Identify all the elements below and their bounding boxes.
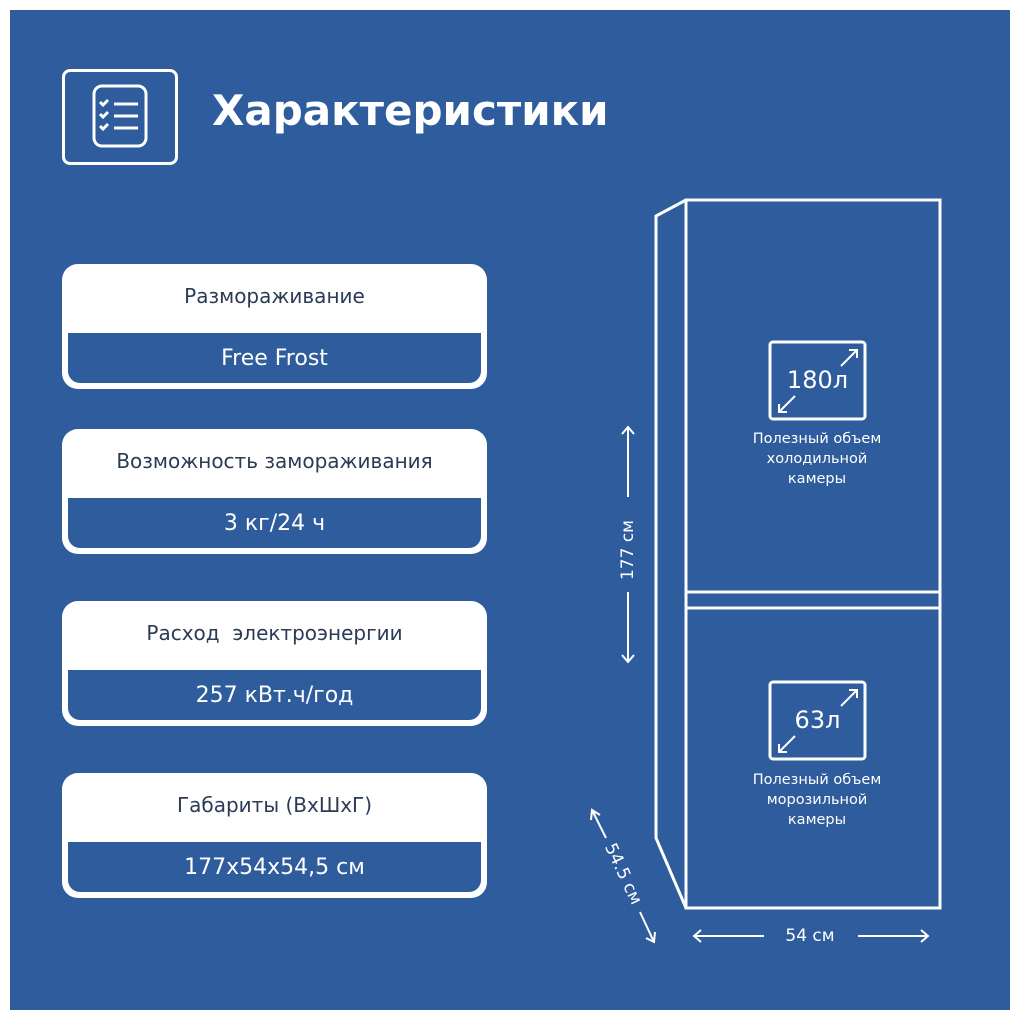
spec-label: Размораживание — [184, 284, 365, 308]
spec-label: Возможность замораживания — [116, 449, 433, 473]
spec-card-energy: Расход электроэнергии 257 кВт.ч/год — [62, 601, 487, 726]
freezer-caption: камеры — [787, 812, 847, 828]
freezer-caption: Полезный объем — [752, 772, 882, 788]
spec-label: Расход электроэнергии — [146, 621, 403, 645]
spec-card-dimensions: Габариты (ВхШхГ) 177х54х54,5 см — [62, 773, 487, 898]
fridge-caption: Полезный объем — [752, 431, 882, 447]
fridge-volume: 180л — [786, 366, 849, 394]
freezer-volume: 63л — [794, 706, 841, 734]
height-label: 177 см — [618, 519, 638, 581]
freezer-caption: морозильной — [766, 792, 868, 808]
spec-card-freezing: Возможность замораживания 3 кг/24 ч — [62, 429, 487, 554]
spec-value: Free Frost — [68, 333, 481, 383]
spec-label: Габариты (ВхШхГ) — [176, 793, 373, 817]
spec-value: 257 кВт.ч/год — [68, 670, 481, 720]
width-label: 54 см — [785, 926, 835, 946]
spec-value: 3 кг/24 ч — [68, 498, 481, 548]
checklist-icon — [62, 69, 178, 165]
spec-value: 177х54х54,5 см — [68, 842, 481, 892]
fridge-caption: камеры — [787, 471, 847, 487]
page-title: Характеристики — [212, 86, 609, 135]
fridge-caption: холодильной — [766, 451, 868, 467]
